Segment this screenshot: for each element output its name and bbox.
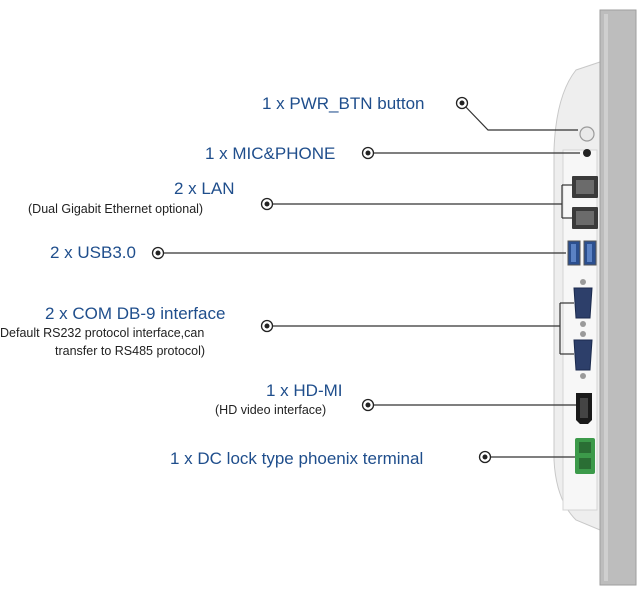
dc-terminal (575, 438, 595, 474)
pwr-btn-label: 1 x PWR_BTN button (262, 94, 425, 113)
com-sublabel-2: transfer to RS485 protocol) (55, 344, 206, 358)
hdmi-sublabel: (HD video interface) (215, 403, 327, 417)
com-sublabel-1: Default RS232 protocol interface,can (0, 326, 205, 340)
dc-terminal-label: 1 x DC lock type phoenix terminal (170, 449, 424, 468)
power-button-port (579, 126, 595, 142)
usb-ports (567, 240, 597, 266)
lan-sublabel: (Dual Gigabit Ethernet optional) (28, 202, 204, 216)
bezel-highlight (604, 14, 608, 581)
audio-jack-port (583, 149, 591, 157)
hdmi-label: 1 x HD-MI (266, 381, 343, 400)
hdmi-port (576, 393, 592, 424)
lan-label: 2 x LAN (174, 179, 235, 198)
mic-phone-label: 1 x MIC&PHONE (205, 144, 336, 163)
lan-ports (572, 176, 598, 229)
com-ports (573, 279, 593, 379)
callout-dots (151, 96, 492, 464)
leader-lines (158, 102, 580, 458)
com-label: 2 x COM DB-9 interface (45, 304, 226, 323)
usb-label: 2 x USB3.0 (50, 243, 136, 262)
